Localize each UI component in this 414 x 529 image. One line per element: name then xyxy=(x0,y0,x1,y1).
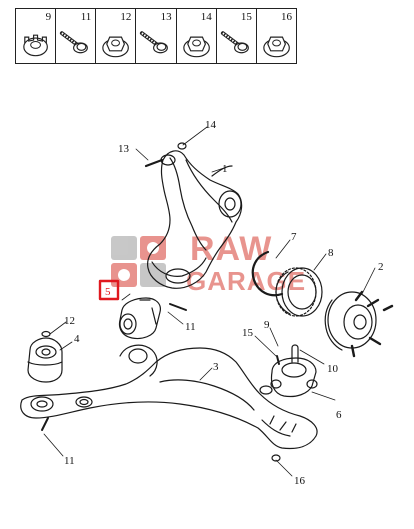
leader-lines xyxy=(43,126,376,477)
wheel-hub xyxy=(324,290,394,358)
hardware-number: 16 xyxy=(280,11,292,23)
hardware-number: 13 xyxy=(160,11,172,23)
callout-10: 10 xyxy=(327,363,339,375)
hardware-number: 11 xyxy=(80,11,92,23)
flange-nut-icon xyxy=(263,36,290,58)
hardware-number: 15 xyxy=(240,11,252,23)
wheel-bearing xyxy=(275,267,323,317)
flange-nut-icon xyxy=(182,36,210,58)
lower-control-arm xyxy=(20,344,318,450)
callout-1: 1 xyxy=(222,163,228,175)
hardware-cell-12: 12 xyxy=(96,9,137,63)
callout-11: 11 xyxy=(185,321,196,333)
flange-bolt-icon xyxy=(60,31,89,54)
hardware-cell-15: 15 xyxy=(217,9,257,63)
callout-8: 8 xyxy=(328,247,334,259)
control-arm-bushing xyxy=(118,297,161,340)
watermark-logo xyxy=(111,236,166,287)
hardware-number: 9 xyxy=(45,11,52,23)
castle-nut-icon xyxy=(23,34,48,57)
callout-5: 5 xyxy=(105,286,111,298)
callout-4: 4 xyxy=(74,333,80,345)
fasteners xyxy=(41,142,281,462)
flange-nut-icon xyxy=(102,36,130,58)
callout-3: 3 xyxy=(213,361,219,373)
callout-15: 15 xyxy=(242,327,254,339)
hardware-number: 14 xyxy=(200,11,212,23)
hardware-number: 12 xyxy=(120,11,132,23)
hardware-table: 9 11 12 13 14 xyxy=(15,8,297,64)
hardware-cell-16: 16 xyxy=(257,9,296,63)
snap-ring xyxy=(251,250,284,297)
front-mount-bushing xyxy=(27,337,63,383)
callout-labels: 1 2 3 4 5 6 7 8 9 10 11 11 12 13 14 15 1… xyxy=(64,119,384,487)
callout-9: 9 xyxy=(264,319,270,331)
callout-14: 14 xyxy=(205,119,217,131)
callout-12: 12 xyxy=(64,315,75,327)
callout-6: 6 xyxy=(336,409,342,421)
hardware-cell-9: 9 xyxy=(16,9,57,63)
callout-2: 2 xyxy=(378,261,384,273)
callout-7: 7 xyxy=(291,231,297,243)
callout-11: 11 xyxy=(64,455,75,467)
ball-joint xyxy=(270,344,318,398)
callout-16: 16 xyxy=(294,475,306,487)
hardware-cell-11: 11 xyxy=(56,9,97,63)
flange-bolt-icon xyxy=(220,31,249,54)
hardware-cell-13: 13 xyxy=(136,9,177,63)
highlight-box xyxy=(98,279,120,301)
callout-13: 13 xyxy=(118,143,130,155)
flange-bolt-icon xyxy=(140,31,169,54)
hardware-cell-14: 14 xyxy=(177,9,217,63)
